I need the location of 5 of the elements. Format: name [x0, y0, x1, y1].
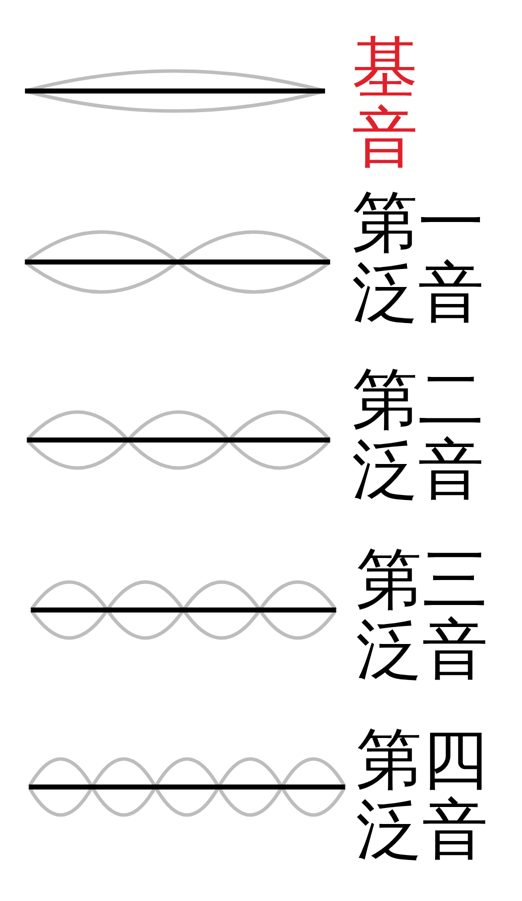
- harmonic-label: 第二泛音: [352, 365, 485, 505]
- harmonic-label: 第三泛音: [356, 545, 489, 685]
- harmonic-label: 第一泛音: [352, 188, 485, 328]
- harmonic-label: 第四泛音: [356, 725, 489, 865]
- harmonic-label: 基音: [352, 33, 419, 173]
